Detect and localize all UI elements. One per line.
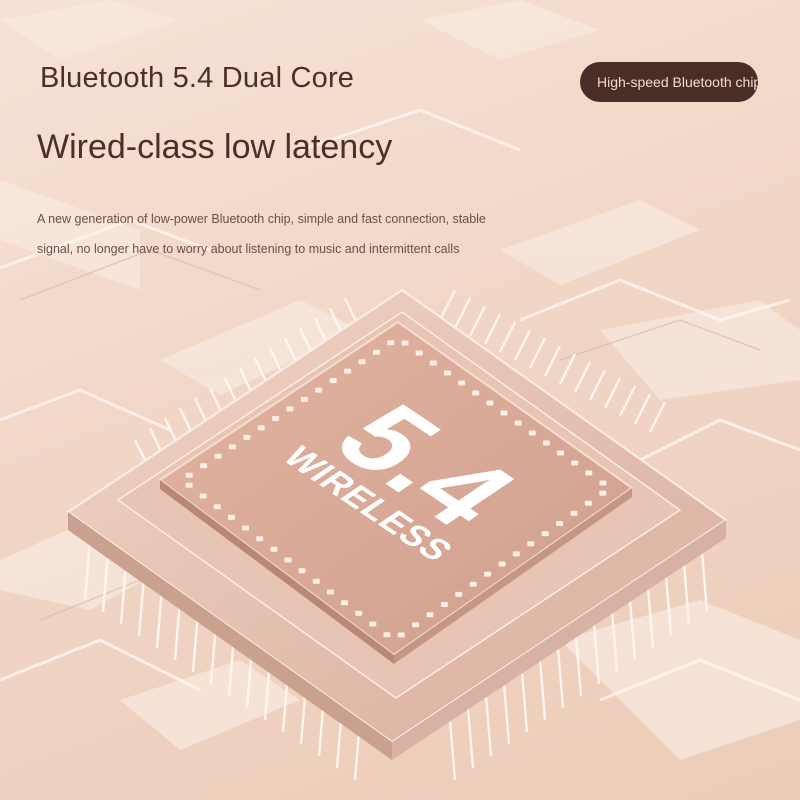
- chip-dot: [426, 612, 434, 618]
- chip-dot: [284, 557, 292, 563]
- chip-face-dots: [185, 340, 607, 638]
- chip-dot: [200, 463, 208, 469]
- chip-dot: [312, 578, 320, 584]
- chip-dot: [341, 600, 348, 606]
- chip-dot: [570, 510, 578, 516]
- chip-dot: [256, 536, 264, 542]
- chip-dot: [286, 406, 294, 412]
- chip-dot: [584, 500, 592, 506]
- chip-dot: [344, 368, 352, 374]
- chip-dot: [355, 610, 363, 616]
- chip-dot: [401, 340, 409, 346]
- chip-dot: [228, 444, 236, 450]
- feature-description: A new generation of low-power Bluetooth …: [37, 212, 486, 256]
- chip-dot: [185, 482, 193, 488]
- chip-dot: [469, 581, 477, 587]
- chip-dot: [329, 378, 337, 384]
- chip-dot: [199, 493, 207, 499]
- chip-base-side-left: [68, 512, 392, 760]
- chip-dot: [214, 453, 222, 459]
- chip-dot: [542, 440, 550, 446]
- chip-dot: [300, 397, 308, 402]
- chip-dot: [484, 571, 492, 577]
- chip-dot: [185, 472, 193, 478]
- chip-base-side-right: [392, 520, 726, 760]
- chip-dot: [599, 490, 607, 496]
- chip-dot: [270, 546, 278, 552]
- chip-face-edge-right: [394, 488, 632, 664]
- chip-dot: [298, 568, 306, 574]
- chip-dot: [585, 470, 593, 476]
- chip-dot: [415, 350, 423, 356]
- chip-dot: [369, 621, 377, 627]
- chip-dot: [440, 602, 448, 607]
- chip-face-edge: [160, 480, 394, 664]
- chip-dot: [599, 480, 607, 486]
- chip-dot: [315, 387, 323, 393]
- chip-dot: [372, 349, 380, 355]
- chip-dot: [512, 551, 520, 557]
- chip-dot: [498, 561, 506, 567]
- chip-dot: [242, 525, 250, 531]
- chip-dot: [557, 450, 564, 456]
- chip-dot: [412, 622, 420, 628]
- chip-dot: [571, 460, 579, 466]
- chip-dot: [486, 400, 494, 406]
- chip-dot: [528, 430, 536, 436]
- feature-headline: Wired-class low latency: [37, 128, 393, 166]
- chip-dot: [541, 531, 549, 537]
- chip-dot: [455, 591, 463, 597]
- chip-dot: [387, 340, 395, 346]
- chip-dot: [272, 416, 280, 421]
- chip-dot: [444, 370, 451, 376]
- chip-dot: [243, 434, 251, 440]
- chip-dot: [397, 632, 405, 638]
- page-title: Bluetooth 5.4 Dual Core: [40, 62, 355, 94]
- chip-dot: [429, 360, 437, 366]
- chip-dot: [514, 420, 522, 426]
- chip-dot: [213, 504, 221, 510]
- chip-dot: [458, 380, 466, 386]
- chip-dot: [228, 514, 235, 520]
- chip-dot: [527, 541, 535, 547]
- chip-dot: [326, 589, 334, 595]
- chip-dot: [472, 390, 480, 396]
- chip-dot: [358, 359, 366, 365]
- chip-dot: [500, 410, 508, 416]
- chip-dot: [383, 632, 391, 638]
- chip-dot: [257, 425, 265, 431]
- feature-badge: High-speed Bluetooth chip: [580, 62, 758, 102]
- chip-dot: [556, 521, 564, 526]
